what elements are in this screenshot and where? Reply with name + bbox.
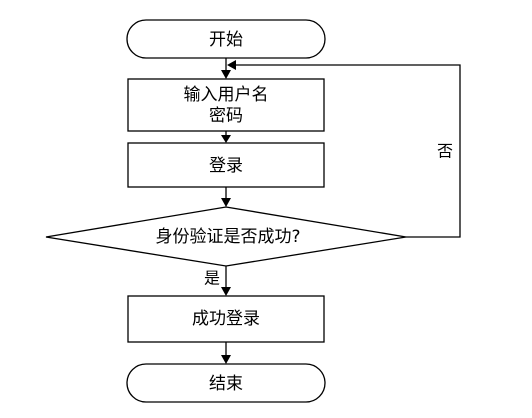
success-label: 成功登录 [192, 309, 260, 329]
decision-label: 身份验证是否成功? [155, 227, 300, 247]
decision-node: 身份验证是否成功? [45, 206, 407, 267]
input-credentials-node: 输入用户名 密码 [127, 78, 325, 132]
arrow-input-to-login [221, 131, 231, 143]
login-node: 登录 [127, 142, 325, 188]
start-node: 开始 [126, 19, 326, 59]
end-label: 结束 [209, 374, 243, 394]
arrow-no-loop: 否 [227, 60, 461, 238]
arrow-start-to-input [221, 58, 231, 79]
input-label-line2: 密码 [209, 106, 243, 126]
success-node: 成功登录 [127, 295, 325, 343]
login-label: 登录 [209, 156, 243, 176]
input-label-line1: 输入用户名 [184, 85, 269, 105]
arrow-login-to-decision [221, 187, 231, 207]
end-node: 结束 [126, 363, 326, 403]
yes-label: 是 [204, 269, 220, 288]
start-label: 开始 [209, 30, 243, 50]
no-label: 否 [437, 142, 453, 161]
arrow-yes: 是 [204, 266, 231, 296]
arrow-success-to-end [221, 342, 231, 364]
